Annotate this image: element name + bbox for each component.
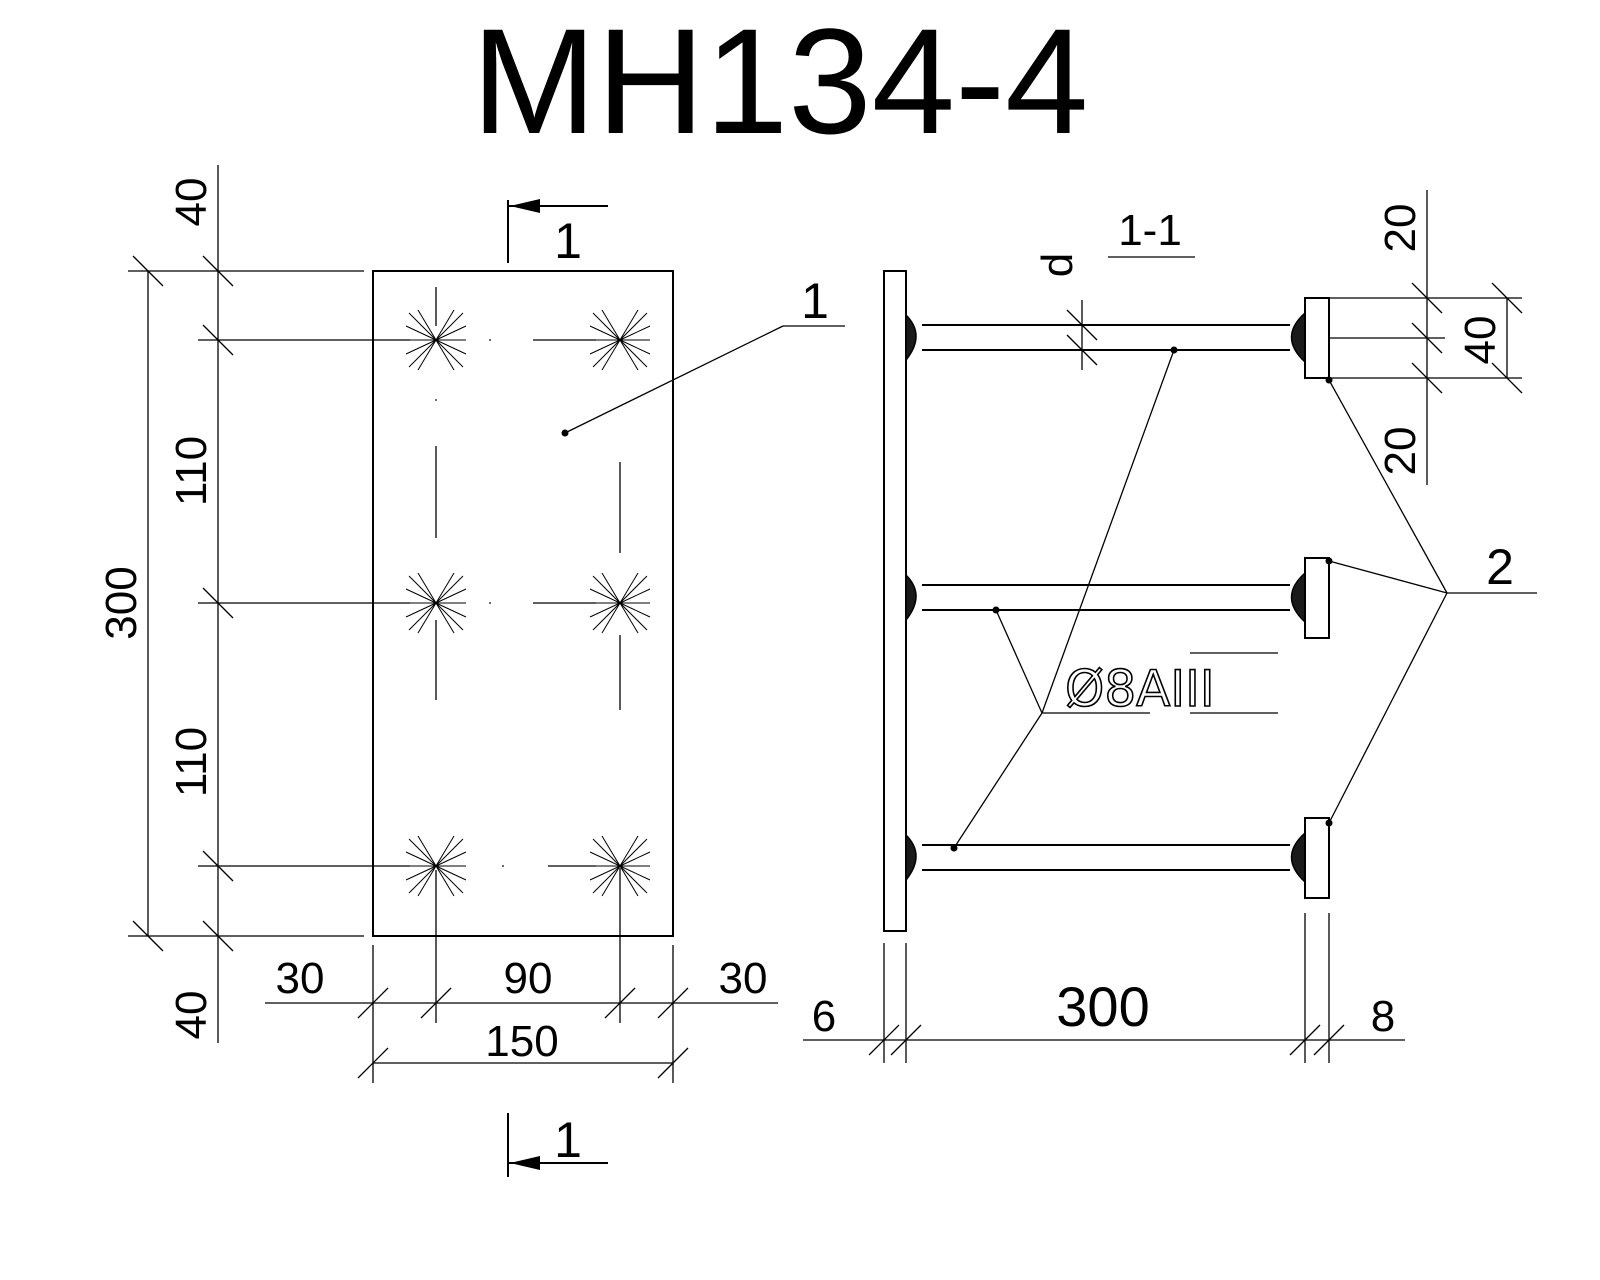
- section-dims-right: 20 40 20: [1329, 190, 1523, 485]
- rebar-stud-middle: [905, 557, 1330, 639]
- rebar-stud-bottom: [905, 817, 1330, 899]
- dim-bottom-30-left: 30: [276, 954, 325, 1003]
- stud-head-2: [589, 309, 651, 371]
- dim-bottom-150: 150: [485, 1017, 558, 1066]
- part-1-leader: 1: [561, 273, 845, 437]
- dim-bottom-30-right: 30: [719, 954, 768, 1003]
- section-title: 1-1: [1118, 206, 1182, 255]
- rebar-stud-top: [905, 297, 1330, 379]
- section-cut-top: 1: [507, 199, 608, 269]
- arrow-left-icon: [510, 199, 540, 213]
- stud-head-3: [405, 572, 467, 634]
- drawing-title: МН134-4: [472, 0, 1089, 165]
- section-view: 1-1 d: [803, 190, 1537, 1063]
- dim-110-upper: 110: [167, 436, 216, 506]
- stud-head-5: [405, 835, 467, 897]
- plan-dims-left: 40 110 300 110 40: [97, 165, 410, 1043]
- rebar-spec: Ø8АIII: [1065, 660, 1215, 718]
- dim-top-40: 40: [167, 178, 216, 227]
- dim-bottom-90: 90: [504, 954, 553, 1003]
- dim-section-8: 8: [1371, 992, 1395, 1041]
- part-label-2: 2: [1486, 539, 1514, 595]
- section-mark-bottom: 1: [554, 1112, 582, 1168]
- dim-bottom-40: 40: [167, 991, 216, 1040]
- plan-dims-bottom: 30 90 30 150: [265, 945, 778, 1083]
- dim-total-300: 300: [97, 566, 146, 639]
- d-label: d: [1033, 253, 1082, 277]
- rebar-centerlines: [435, 287, 621, 1023]
- section-mark-top: 1: [554, 213, 582, 269]
- part-2-leader: 2: [1325, 376, 1537, 827]
- rebar-spec-leader: Ø8АIII: [950, 346, 1278, 852]
- stud-head-1: [405, 309, 467, 371]
- section-cut-bottom: 1: [507, 1112, 608, 1177]
- stud-head-6: [589, 835, 651, 897]
- arrow-left-icon: [510, 1156, 540, 1170]
- plan-view: 1 1 1: [97, 165, 845, 1177]
- part-label-1: 1: [801, 273, 829, 329]
- dim-right-40: 40: [1456, 316, 1505, 365]
- dim-right-20-top: 20: [1376, 204, 1425, 253]
- dim-110-lower: 110: [167, 727, 216, 797]
- dim-section-6: 6: [812, 992, 836, 1041]
- dim-right-20-bottom: 20: [1376, 427, 1425, 476]
- section-dims-bottom: 6 300 8: [803, 913, 1405, 1063]
- dim-section-300: 300: [1056, 975, 1149, 1038]
- dim-d: d: [1033, 253, 1098, 370]
- base-plate-section: [883, 270, 907, 932]
- stud-head-4: [589, 572, 651, 634]
